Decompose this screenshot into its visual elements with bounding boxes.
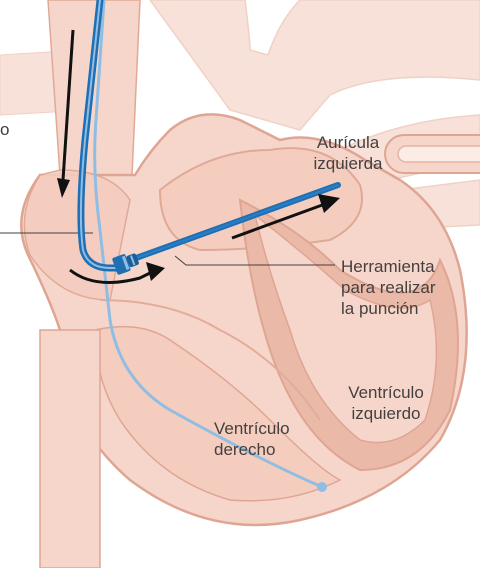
label-left-ventricle-line1: Ventrículo [336,382,436,403]
label-right-ventricle-line1: Ventrículo [214,418,290,439]
label-left-ventricle: Ventrículo izquierdo [336,382,436,424]
label-tool: Herramienta para realizar la punción [341,256,436,319]
label-tool-line3: la punción [341,298,436,319]
label-tool-line2: para realizar [341,277,436,298]
label-right-ventricle-line2: derecho [214,439,290,460]
label-left-atrium: Aurícula izquierda [296,132,400,174]
cropped-label-fragment: o [0,119,9,140]
catheter-tip [317,482,327,492]
label-left-atrium-line1: Aurícula [296,132,400,153]
label-right-ventricle: Ventrículo derecho [214,418,290,460]
label-tool-line1: Herramienta [341,256,436,277]
aortic-arch [150,0,480,130]
label-left-atrium-line2: izquierda [296,153,400,174]
heart [21,114,466,568]
label-left-ventricle-line2: izquierdo [336,403,436,424]
